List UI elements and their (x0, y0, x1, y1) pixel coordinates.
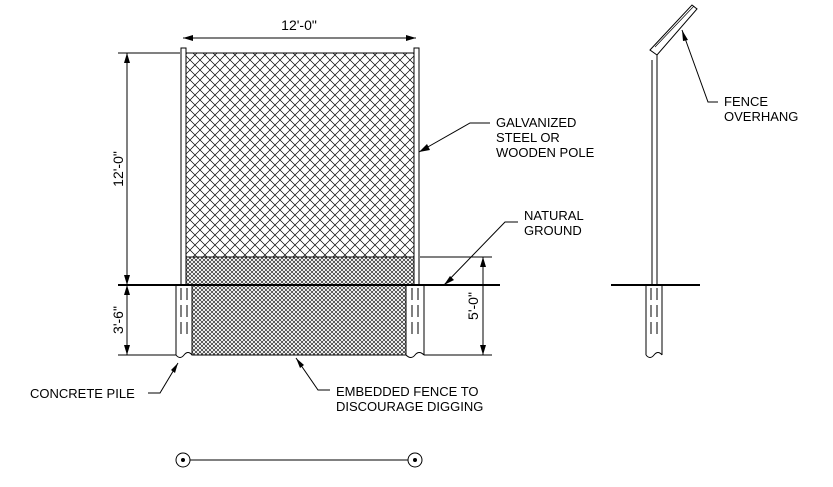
mesh-height-dimension: 5'-0" (420, 256, 492, 356)
width-dimension-label: 12'-0" (281, 17, 317, 33)
pole-label-line-3: WOODEN POLE (496, 145, 595, 160)
width-dimension: 12'-0" (183, 17, 416, 41)
height-dimension: 12'-0" (110, 52, 180, 285)
dense-mesh-band (185, 256, 415, 286)
pile-label: CONCRETE PILE (30, 386, 135, 401)
chain-link-mesh (185, 52, 415, 258)
embed-depth-dimension: 3'-6" (110, 285, 176, 356)
plan-marker (175, 452, 423, 468)
pole-callout: GALVANIZED STEEL OR WOODEN POLE (418, 115, 595, 160)
embedded-callout: EMBEDDED FENCE TO DISCOURAGE DIGGING (295, 357, 483, 414)
overhang-arm (649, 4, 698, 56)
ground-label-line-1: NATURAL (524, 208, 584, 223)
embedded-label-line-1: EMBEDDED FENCE TO (336, 384, 479, 399)
right-concrete-pile (405, 285, 425, 358)
mesh-height-label: 5'-0" (465, 292, 481, 320)
overhang-callout: FENCE OVERHANG (681, 29, 798, 124)
side-concrete-pile (645, 285, 663, 358)
ground-label-line-2: GROUND (524, 223, 582, 238)
overhang-label-line-1: FENCE (724, 94, 768, 109)
fence-side-view: FENCE OVERHANG (611, 4, 798, 358)
fence-elevation: 12'-0" 12'-0" 3'-6" 5'-0" (30, 17, 595, 468)
overhang-label-line-2: OVERHANG (724, 109, 798, 124)
left-pole (180, 47, 187, 286)
ground-callout: NATURAL GROUND (443, 208, 584, 286)
embedded-label-line-2: DISCOURAGE DIGGING (336, 399, 483, 414)
left-concrete-pile (175, 285, 193, 358)
pole-label-line-2: STEEL OR (496, 130, 560, 145)
height-dimension-label: 12'-0" (110, 151, 126, 187)
right-pole (413, 47, 420, 286)
pole-label-line-1: GALVANIZED (496, 115, 576, 130)
embed-depth-label: 3'-6" (110, 306, 126, 334)
pile-callout: CONCRETE PILE (30, 362, 179, 401)
embedded-fence (191, 284, 407, 356)
